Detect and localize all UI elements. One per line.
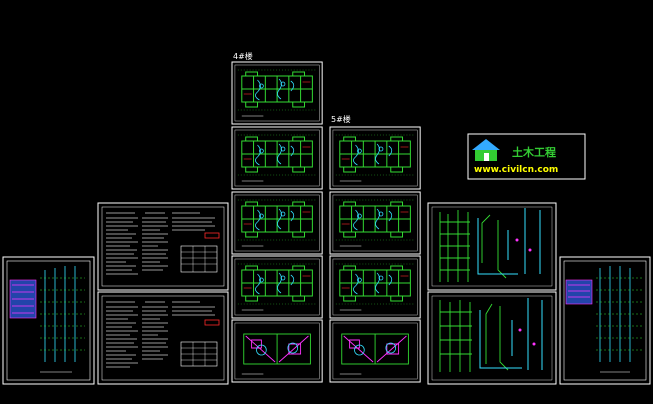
sheet-plan-5-3[interactable] — [329, 255, 421, 319]
house-icon — [472, 139, 500, 161]
sheet-plan-4-3[interactable] — [231, 191, 323, 255]
sheet-notes-top[interactable] — [97, 202, 229, 291]
sheet-plan-4-4[interactable] — [231, 255, 323, 319]
sheet-plan-4-5[interactable] — [231, 319, 323, 383]
sheet-riser-right[interactable] — [559, 256, 651, 385]
sheet-plan-5-4[interactable] — [329, 319, 421, 383]
sheet-plan-4-1[interactable] — [231, 61, 323, 125]
group-label-4: 4#楼 — [233, 51, 253, 61]
sheet-plan-4-2[interactable] — [231, 126, 323, 190]
logo-url: www.civilcn.com — [474, 165, 558, 175]
group-label-5: 5#楼 — [331, 114, 351, 124]
sheet-plan-5-2[interactable] — [329, 191, 421, 255]
sheet-riser-left[interactable] — [2, 256, 95, 385]
sheet-notes-bottom[interactable] — [97, 291, 229, 385]
sheet-system-bottom[interactable] — [427, 291, 557, 385]
logo-title: 土木工程 — [512, 145, 556, 159]
sheet-plan-5-1[interactable] — [329, 126, 421, 190]
sheet-system-top[interactable] — [427, 202, 557, 291]
logo-box[interactable]: 土木工程 www.civilcn.com — [467, 133, 586, 180]
